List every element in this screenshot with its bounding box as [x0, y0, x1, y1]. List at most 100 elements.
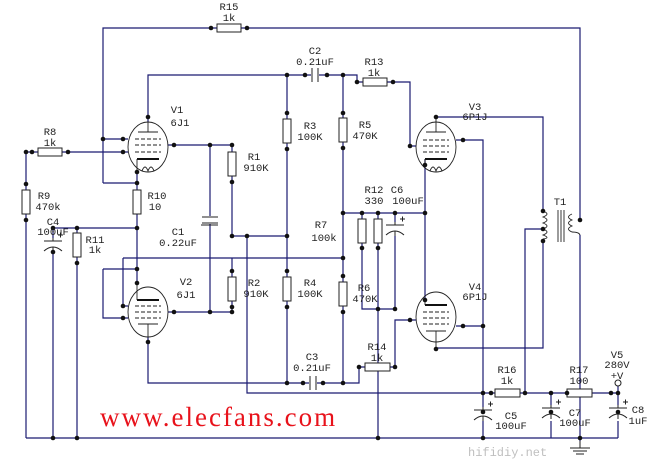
- capacitor-c6: [385, 216, 405, 236]
- junction-dot: [480, 435, 486, 441]
- junction-dot: [480, 409, 486, 415]
- label-v1-name: V1: [171, 105, 184, 117]
- label-c4-value: 100uF: [37, 227, 69, 239]
- resistor-r7: [357, 218, 367, 244]
- label-r10-value: 10: [149, 202, 162, 214]
- junction-dot: [302, 72, 308, 78]
- junction-dot: [392, 364, 398, 370]
- junction-dot: [340, 110, 346, 116]
- label-v2-name: V2: [180, 277, 193, 289]
- junction-dot: [134, 266, 140, 272]
- label-r16-name: R16: [498, 365, 517, 377]
- ground-icon: [570, 441, 590, 455]
- junction-dot: [540, 226, 546, 232]
- wire: [390, 319, 416, 368]
- junction-dot: [359, 245, 365, 251]
- junction-dot: [375, 435, 381, 441]
- junction-dot: [74, 225, 80, 231]
- junction-dot: [23, 217, 29, 223]
- label-c6-value: 100uF: [392, 196, 424, 208]
- label-r17-name: R17: [570, 365, 589, 377]
- junction-dot: [229, 142, 235, 148]
- junction-dot: [120, 136, 126, 142]
- junction-dot: [244, 25, 250, 31]
- junction-dot: [284, 72, 290, 78]
- capacitor-c2: [311, 68, 319, 82]
- junction-dot: [340, 273, 346, 279]
- junction-dot: [564, 390, 570, 396]
- junction-dot: [145, 114, 151, 120]
- electrolytic-capacitors: [43, 216, 628, 421]
- junction-dot: [50, 249, 56, 255]
- junction-dot: [577, 217, 583, 223]
- label-c4-name: C4: [47, 217, 60, 229]
- junction-dot: [359, 210, 365, 216]
- junction-dot: [208, 25, 214, 31]
- junction-dot: [29, 149, 35, 155]
- label-v3-name: V3: [469, 102, 482, 114]
- junction-dot: [229, 268, 235, 274]
- resistor-r4: [282, 276, 292, 302]
- resistor-r3: [282, 118, 292, 144]
- tube-v1: [127, 121, 169, 173]
- label-r6-value: 470K: [352, 294, 378, 306]
- resistor-r12: [373, 218, 383, 244]
- label-r16-value: 1k: [501, 376, 514, 388]
- junction-dot: [244, 233, 250, 239]
- label-v2-value: 6J1: [177, 290, 196, 302]
- label-v1-value: 6J1: [171, 118, 190, 130]
- label-c7-name: C7: [569, 408, 582, 420]
- resistor-r17: [566, 388, 593, 398]
- junction-dot: [480, 323, 486, 329]
- junction-dot: [340, 145, 346, 151]
- junction-dot: [23, 181, 29, 187]
- label-r6-name: R6: [358, 283, 371, 295]
- label-r9-name: R9: [38, 191, 51, 203]
- junction-dot: [460, 137, 466, 143]
- label-r13-value: 1k: [368, 68, 381, 80]
- watermark-text: www.elecfans.com: [100, 402, 337, 432]
- junction-dot: [284, 233, 290, 239]
- junction-dot: [100, 136, 106, 142]
- resistor-r14: [364, 362, 391, 372]
- junction-dot: [356, 364, 362, 370]
- tube-v4: [415, 291, 457, 348]
- junction-dot: [422, 297, 428, 303]
- resistor-r1: [227, 151, 237, 177]
- wire: [342, 306, 365, 384]
- junction-dot: [134, 169, 140, 175]
- junction-dot: [300, 380, 306, 386]
- tube-v3: [415, 117, 457, 173]
- wire: [168, 301, 233, 313]
- junction-dot: [207, 309, 213, 315]
- resistor-r2: [227, 276, 237, 302]
- junction-dot: [284, 380, 290, 386]
- label-c8-name: C8: [632, 405, 645, 417]
- junction-dot: [522, 390, 528, 396]
- wire: [246, 236, 495, 394]
- junction-dot: [480, 390, 486, 396]
- junction-dot: [375, 306, 381, 312]
- plus-mark: [58, 232, 63, 238]
- wire: [436, 116, 544, 211]
- junction-dot: [207, 142, 213, 148]
- junction-dot: [120, 149, 126, 155]
- wire: [147, 74, 311, 122]
- junction-dot: [488, 390, 494, 396]
- junction-dot: [324, 72, 330, 78]
- label-r3-name: R3: [304, 121, 317, 133]
- capacitor-c1: [202, 216, 218, 224]
- wire: [168, 144, 233, 152]
- junction-dot: [171, 309, 177, 315]
- label-t1-name: T1: [554, 197, 567, 209]
- junction-dot: [375, 210, 381, 216]
- junction-dots: [23, 25, 621, 441]
- resistor-r13: [362, 77, 388, 87]
- label-c2-value: 0.21uF: [296, 57, 334, 69]
- label-r11-name: R11: [86, 235, 105, 247]
- label-r5-name: R5: [359, 120, 372, 132]
- label-r10-name: R10: [148, 191, 167, 203]
- watermark-small: hifidiy.net: [468, 446, 547, 460]
- label-r3-value: 100K: [297, 132, 323, 144]
- junction-dot: [120, 315, 126, 321]
